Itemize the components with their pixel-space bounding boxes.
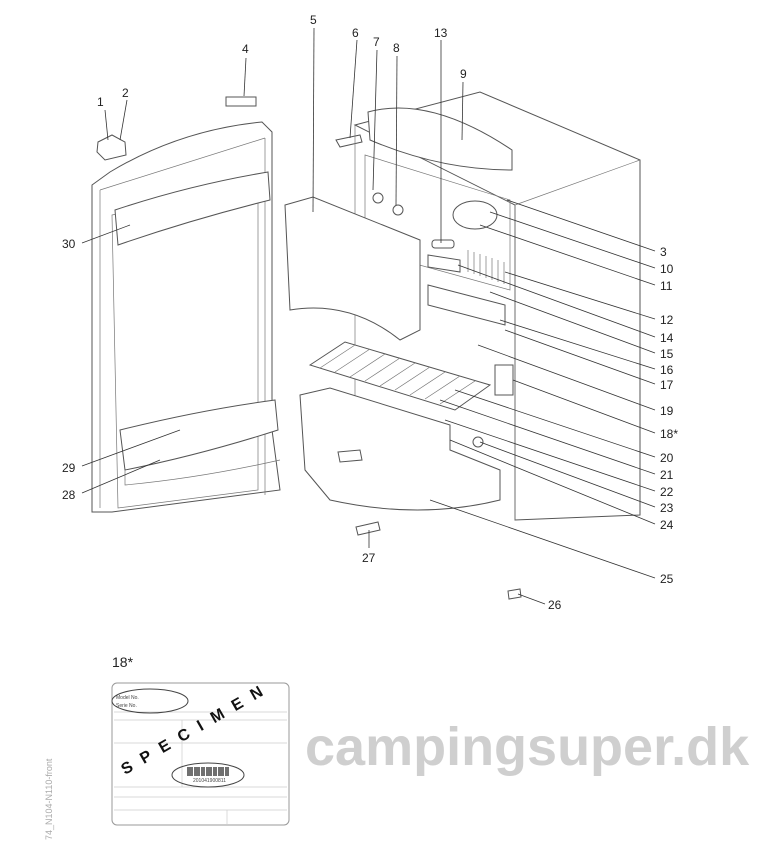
fridge-body [353, 91, 641, 521]
label-27: 27 [362, 551, 376, 565]
barcode-number: 201041900811 [193, 778, 226, 784]
hinge-cover-part-1-2 [96, 134, 127, 161]
label-22: 22 [660, 485, 674, 499]
label-12: 12 [660, 313, 674, 327]
shelf [308, 341, 492, 411]
label-24: 24 [660, 518, 674, 532]
label-8: 8 [393, 41, 400, 55]
label-13: 13 [434, 26, 448, 40]
label-1: 1 [97, 95, 104, 109]
label-25: 25 [660, 572, 674, 586]
door [91, 121, 281, 513]
part-26 [507, 588, 522, 600]
side-caption: 74_N104-N110-front [44, 758, 54, 840]
label-7: 7 [373, 35, 380, 49]
leader-lines [81, 27, 656, 605]
rating-plate-heading: 18* [112, 654, 134, 670]
part-6 [335, 134, 363, 148]
label-23: 23 [660, 501, 674, 515]
label-21: 21 [660, 468, 674, 482]
label-5: 5 [310, 13, 317, 27]
crisper-drawer [299, 387, 501, 511]
part-27 [355, 521, 381, 536]
part-4 [225, 96, 257, 107]
label-19: 19 [660, 404, 674, 418]
watermark: campingsuper.dk [305, 717, 750, 777]
label-29: 29 [62, 461, 76, 475]
label-17: 17 [660, 378, 674, 392]
label-2: 2 [122, 86, 129, 100]
label-28: 28 [62, 488, 76, 502]
label-14: 14 [660, 331, 674, 345]
label-10: 10 [660, 262, 674, 276]
label-4: 4 [242, 42, 249, 56]
label-9: 9 [460, 67, 467, 81]
label-26: 26 [548, 598, 562, 612]
label-18: 18* [660, 427, 678, 441]
model-no-field: Model No. [116, 695, 139, 701]
part-labels: 1 2 4 5 6 7 8 13 9 3 10 11 12 14 15 16 1… [62, 13, 678, 612]
label-3: 3 [660, 245, 667, 259]
label-30: 30 [62, 237, 76, 251]
label-20: 20 [660, 451, 674, 465]
label-6: 6 [352, 26, 359, 40]
barcode [187, 767, 229, 776]
rating-plate: Model No. Serie No. 201041900811 SPECIME… [111, 678, 290, 826]
drawer-handle [337, 449, 363, 463]
label-15: 15 [660, 347, 674, 361]
label-16: 16 [660, 363, 674, 377]
label-11: 11 [660, 279, 673, 293]
serial-no-field: Serie No. [116, 703, 137, 709]
freezer-door [284, 196, 421, 341]
